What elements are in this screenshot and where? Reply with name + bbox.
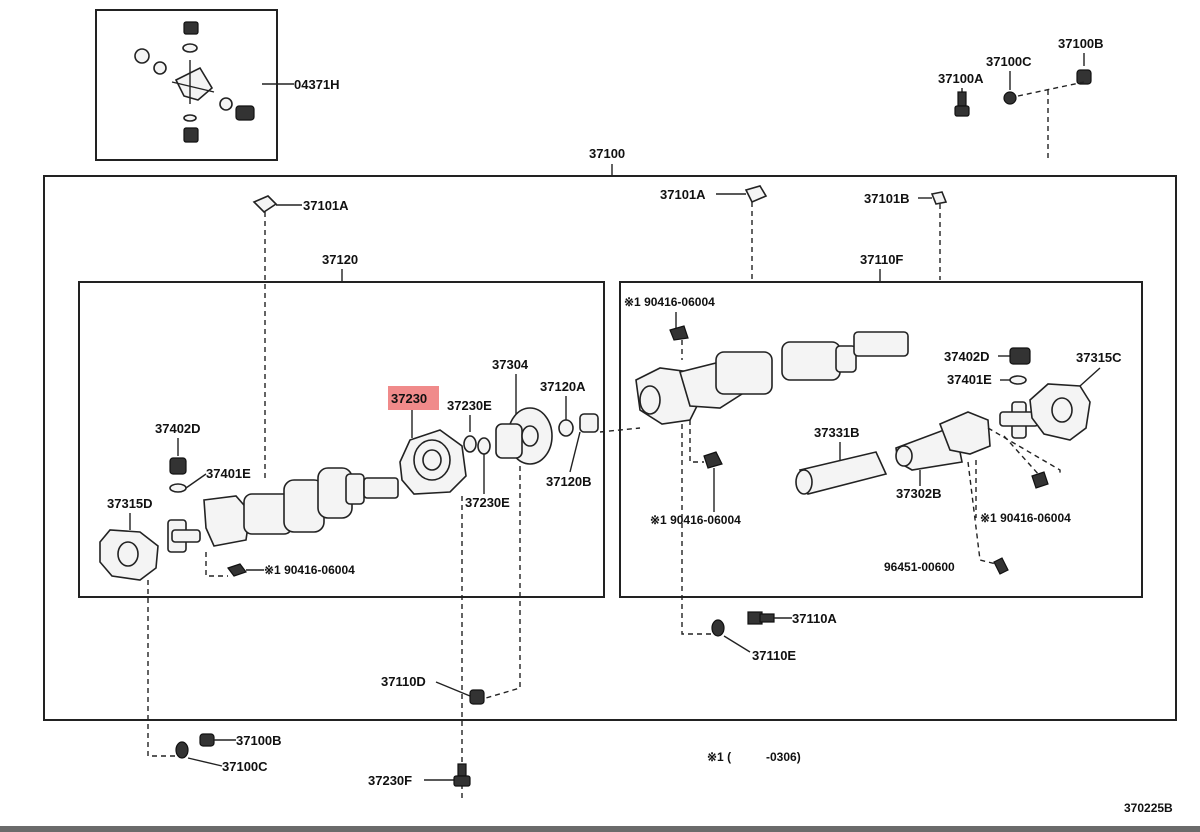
bolt-37100a-part [954, 91, 970, 117]
spider-37401e-left-label: 37401E [206, 466, 251, 481]
plate-37101b-label: 37101B [864, 191, 910, 206]
washer-37120a-label: 37120A [540, 379, 586, 394]
flange-37315c-part [1029, 383, 1091, 441]
bolt-37230f-label: 37230F [368, 773, 412, 788]
plate-37101a-left-part [252, 195, 278, 214]
nut-37100b-bot-label: 37100B [236, 733, 282, 748]
shaft-37120-body [203, 467, 399, 547]
assembly-37100-label: 37100 [589, 146, 625, 161]
spider-37401e-left-part [167, 519, 201, 553]
nut-37120b-label: 37120B [546, 474, 592, 489]
flange-37304-label: 37304 [492, 357, 529, 372]
note-date: -0306) [766, 750, 801, 764]
fitting-mid-part [703, 451, 723, 469]
flange-37315d-part [99, 529, 159, 581]
bearing-37230-part [399, 429, 467, 495]
assembly-37100-frame [43, 175, 1177, 721]
yoke-37302b-label: 37302B [896, 486, 942, 501]
bolt-37230f-part [453, 763, 471, 787]
washer-37100c-bot-part [175, 741, 189, 759]
spider-37401e-right-part [1009, 375, 1027, 385]
bolt-96451-label: 96451-00600 [884, 560, 955, 574]
fitting-top-label: ※1 90416-06004 [624, 295, 715, 309]
bottom-scrollbar-strip [0, 826, 1200, 832]
washer-37120a-part [558, 419, 574, 437]
boot-37331b-label: 37331B [814, 425, 860, 440]
bearing-37230-label: 37230 [391, 391, 427, 406]
kit-04371h-parts [134, 21, 255, 143]
washer-37110e-label: 37110E [752, 648, 796, 663]
washer-37100c-top-label: 37100C [986, 54, 1032, 69]
bolt-96451-part [993, 557, 1009, 575]
shaft-37120-label: 37120 [322, 252, 358, 267]
kit-04371h-frame [95, 9, 278, 161]
fitting-mid-label: ※1 90416-06004 [650, 513, 741, 527]
sleeve-37402d-left-part [169, 457, 187, 475]
bolt-37100a-label: 37100A [938, 71, 984, 86]
sleeve-37402d-right-label: 37402D [944, 349, 990, 364]
shaft-37110f-body [635, 331, 909, 425]
nut-37120b-part [579, 413, 599, 433]
washer-37100c-top-part [1003, 91, 1017, 105]
fitting-left-label: ※1 90416-06004 [264, 563, 355, 577]
drawing-number: 370225B [1124, 801, 1173, 815]
nut-37110d-part [469, 689, 485, 705]
fitting-top-part [669, 325, 689, 341]
spider-37401e-right-label: 37401E [947, 372, 992, 387]
washer-37230e-bot-part [477, 437, 491, 455]
plate-37101a-left-label: 37101A [303, 198, 349, 213]
washer-37110e-part [711, 619, 725, 637]
spider-right-cross [999, 401, 1039, 439]
nut-37110d-label: 37110D [381, 674, 426, 689]
fitting-left-part [227, 563, 247, 577]
sleeve-37402d-left-label: 37402D [155, 421, 201, 436]
boot-37331b-part [795, 451, 888, 495]
washer-37230e-top-label: 37230E [447, 398, 492, 413]
shaft-37110f-frame [619, 281, 1143, 598]
fitting-right-part [1031, 471, 1049, 489]
flange-37315c-label: 37315C [1076, 350, 1122, 365]
note-reference: ※1 ( [707, 750, 731, 764]
bolt-37110a-part [747, 611, 775, 625]
nut-37100b-top-label: 37100B [1058, 36, 1104, 51]
plate-37101a-mid-label: 37101A [660, 187, 706, 202]
fitting-right-label: ※1 90416-06004 [980, 511, 1071, 525]
kit-04371h-label: 04371H [294, 77, 340, 92]
plate-37101a-mid-part [744, 185, 768, 204]
shaft-37110f-label: 37110F [860, 252, 903, 267]
washer-37230e-bot-label: 37230E [465, 495, 510, 510]
nut-37100b-bot-part [199, 733, 215, 747]
bearing-37230-highlight [388, 386, 439, 410]
flange-37315d-label: 37315D [107, 496, 153, 511]
washer-37100c-bot-label: 37100C [222, 759, 268, 774]
plate-37101b-part [930, 191, 948, 205]
yoke-37302b-part [895, 411, 991, 471]
flange-37304-part [495, 407, 553, 465]
washer-37230e-top-part [463, 435, 477, 453]
bolt-37110a-label: 37110A [792, 611, 837, 626]
sleeve-37402d-right-part [1009, 347, 1031, 365]
nut-37100b-top-part [1076, 69, 1092, 85]
